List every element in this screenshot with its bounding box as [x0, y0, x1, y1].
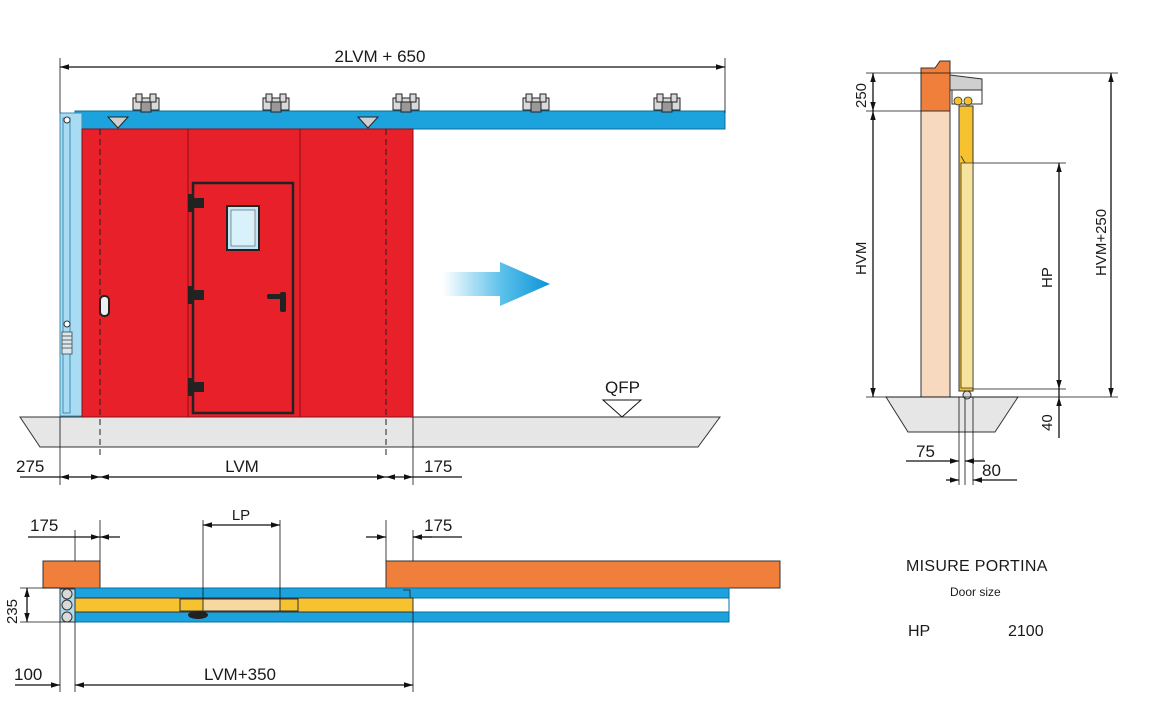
section-wall	[920, 110, 951, 398]
wall-left	[42, 560, 101, 589]
opening-label: LVM	[225, 457, 259, 476]
plan-rail-back	[74, 611, 730, 623]
right-overlap-label: 175	[424, 516, 452, 535]
plan-view: 175 175 LP 235 100 LVM+350	[4, 507, 781, 692]
door-size-param-value: 2100	[1008, 623, 1044, 640]
thickness-label: 80	[982, 461, 1001, 480]
slide-direction-arrow	[443, 262, 550, 306]
ground	[19, 416, 721, 448]
section-ground	[885, 396, 1019, 433]
left-overlap-label: 175	[30, 516, 58, 535]
depth-label: 235	[4, 599, 21, 624]
pull-handle	[99, 295, 110, 317]
side-offset-label: 100	[14, 665, 42, 684]
door-size-title: MISURE PORTINA	[906, 558, 1048, 575]
section-view: 250 HVM HP HVM+250 40 75 80	[853, 60, 1118, 485]
section-lintel	[920, 60, 951, 112]
door-stop-right	[356, 116, 380, 129]
wall-offset-label: 75	[916, 442, 935, 461]
door-handle	[267, 292, 286, 312]
door-size-subtitle: Door size	[950, 585, 1001, 599]
plan-rollers	[59, 588, 76, 623]
vent-grille	[61, 331, 73, 355]
floor-level-symbol	[601, 399, 643, 418]
floor-level-label: QFP	[605, 378, 640, 397]
leaf-width-label: LVM+350	[204, 665, 276, 684]
plan-rail-front	[74, 587, 730, 599]
roller-trolleys	[132, 93, 681, 113]
bottom-height-label: 40	[1039, 414, 1056, 431]
front-view: QFP 2LVM + 650 275 LVM 175	[16, 47, 726, 485]
door-stop-left	[106, 116, 130, 129]
left-margin-label: 275	[16, 457, 44, 476]
wicket-width-label: LP	[232, 507, 250, 524]
wicket-height-label: HP	[1039, 267, 1056, 288]
hinges	[188, 194, 204, 396]
section-rail-bracket	[949, 74, 983, 91]
overall-height-label: HVM+250	[1093, 209, 1110, 276]
right-margin-label: 175	[424, 457, 452, 476]
total-width-label: 2LVM + 650	[335, 47, 426, 66]
top-height-label: 250	[853, 83, 870, 108]
wicket-core	[202, 598, 281, 612]
door-size-param-label: HP	[908, 623, 931, 640]
opening-height-label: HVM	[853, 242, 870, 275]
wall-right	[385, 560, 781, 589]
top-rail	[74, 110, 726, 130]
